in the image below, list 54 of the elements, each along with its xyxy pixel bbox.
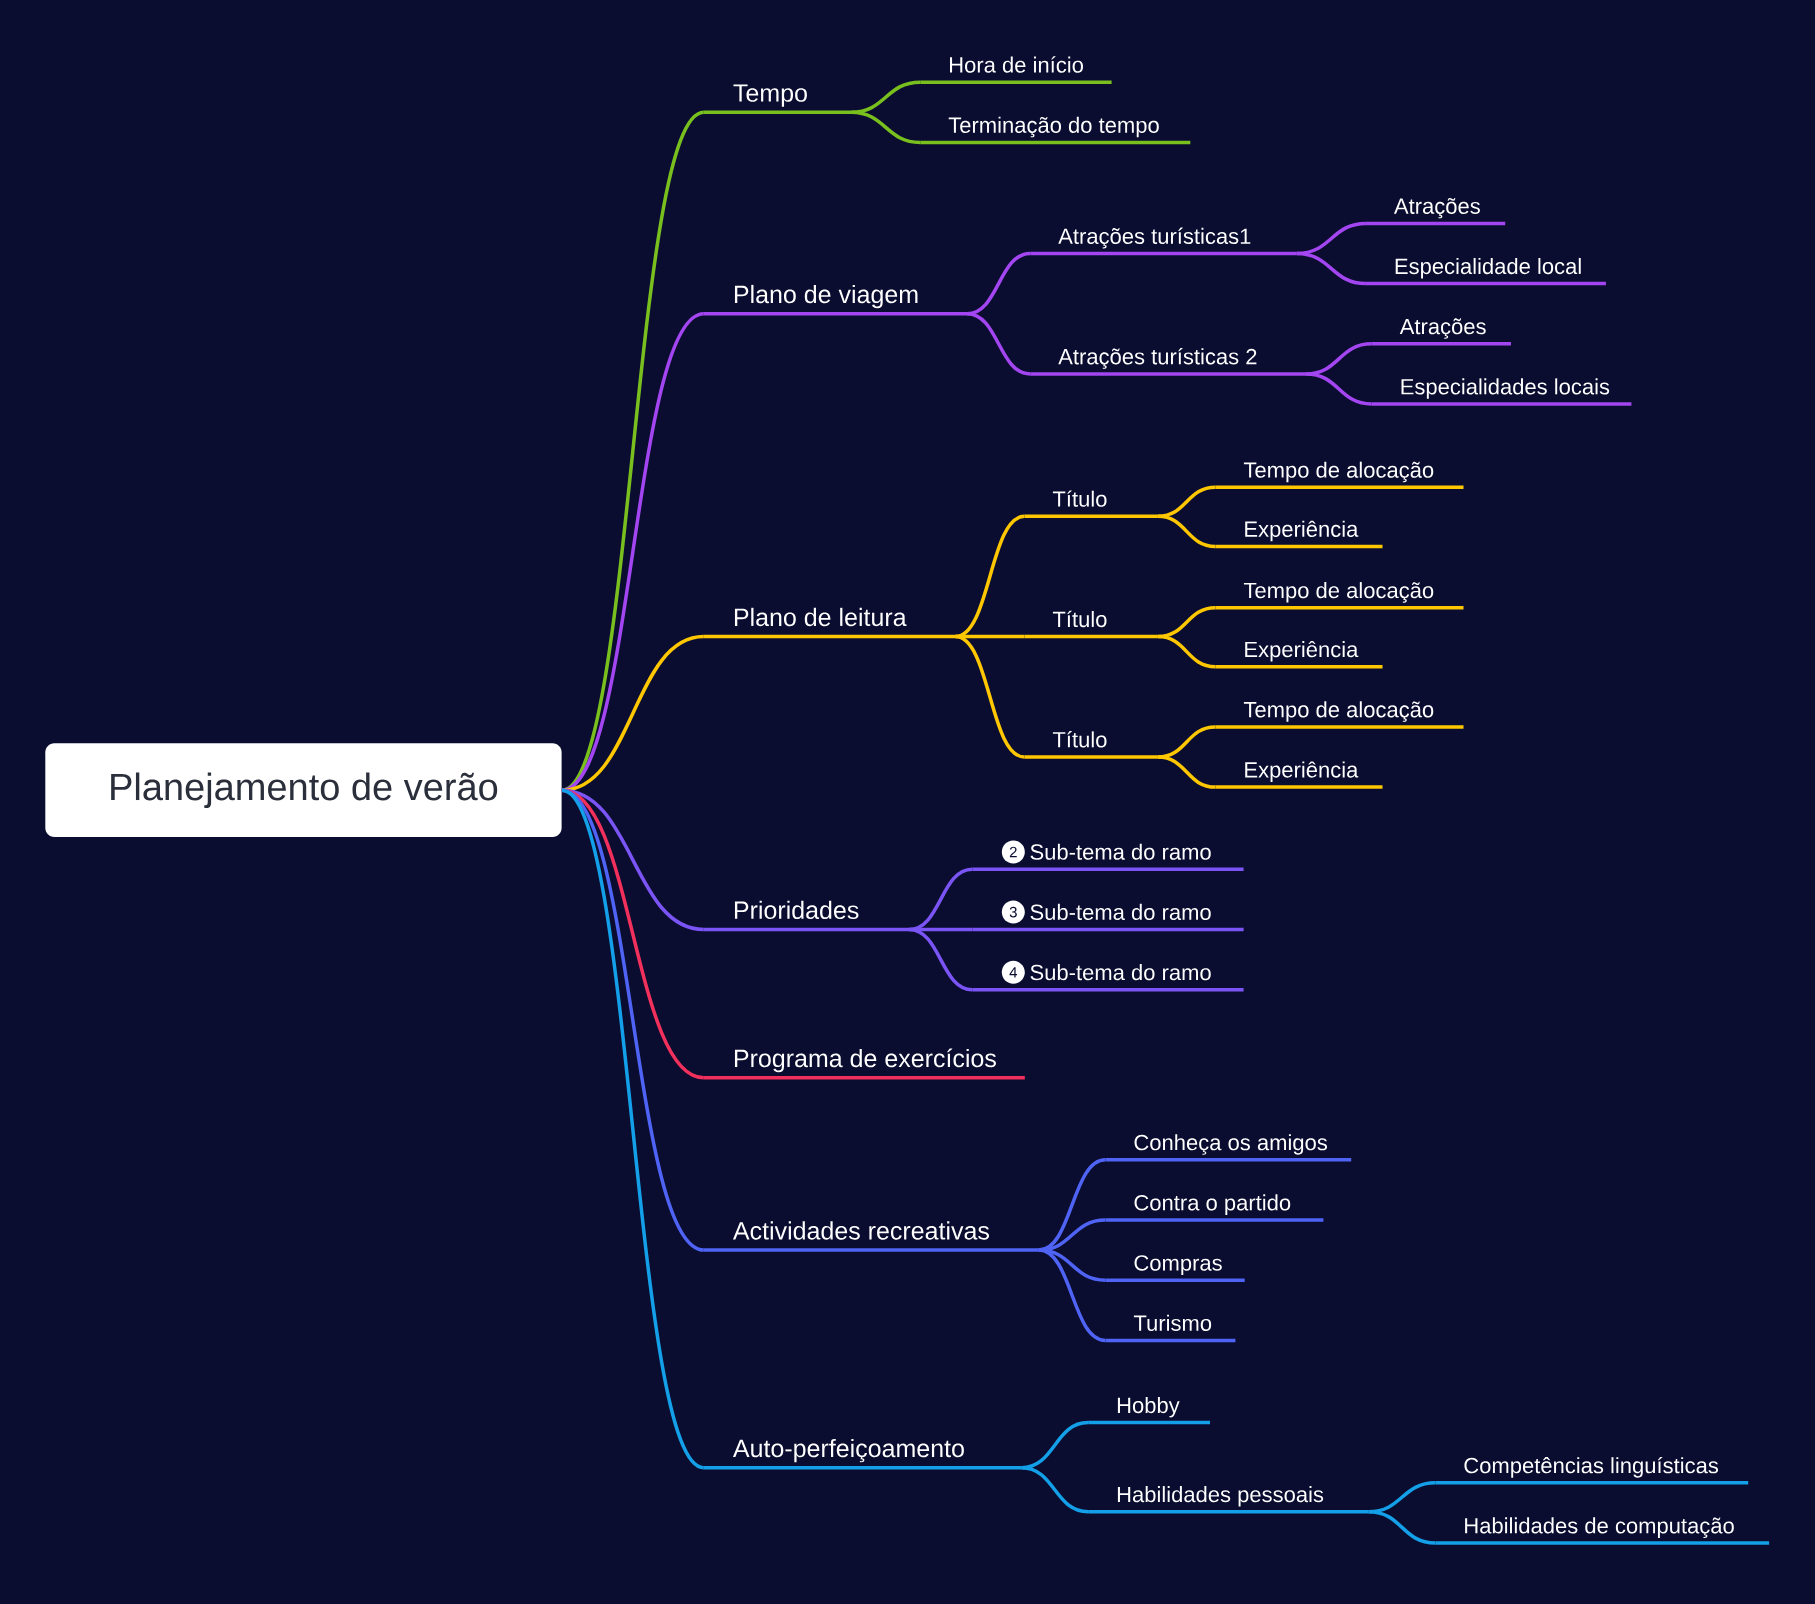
branch-line xyxy=(1157,634,1216,669)
branch-line xyxy=(1157,485,1216,519)
topic-label: Tempo xyxy=(703,84,852,115)
subtopic-label: Tempo de alocação xyxy=(1215,701,1464,729)
subtopic-label: Habilidades pessoais xyxy=(1088,1486,1369,1514)
subtopic-label: Compras xyxy=(1105,1255,1245,1282)
number-badge: 2 xyxy=(1001,840,1025,864)
subtopic-label: Experiência xyxy=(1215,641,1383,669)
subtopic-label: Atrações turísticas 2 xyxy=(1030,348,1307,376)
subtopic-label: Habilidades de computação xyxy=(1435,1517,1770,1545)
subtopic-label: Hobby xyxy=(1088,1396,1210,1425)
topic-label: Plano de leitura xyxy=(703,607,956,639)
topic-label: Actividades recreativas xyxy=(703,1221,1039,1252)
subtopic-label: Tempo de alocação xyxy=(1215,582,1464,610)
branch-line xyxy=(908,927,973,992)
subtopic-label: Conheça os amigos xyxy=(1105,1134,1352,1162)
subtopic-label: Tempo de alocação xyxy=(1215,461,1464,490)
number-badge: 4 xyxy=(1001,960,1025,984)
subtopic-label: Atrações xyxy=(1371,318,1511,346)
subtopic-label: Experiência xyxy=(1215,520,1383,549)
branch-line xyxy=(1368,1509,1436,1545)
topic-label: Programa de exercícios xyxy=(703,1048,1025,1080)
central-topic-box: Planejamento de verão xyxy=(45,743,562,838)
branch-line xyxy=(851,80,921,115)
subtopic-label: Competências linguísticas xyxy=(1435,1456,1749,1485)
branch-line xyxy=(851,110,921,145)
subtopic-label: Atrações turísticas1 xyxy=(1030,227,1297,256)
branch-line xyxy=(966,312,1031,376)
topic-label: Plano de viagem xyxy=(703,284,967,316)
subtopic-label: Título xyxy=(1024,731,1158,759)
subtopic-label: Terminação do tempo xyxy=(920,116,1191,145)
branch-line xyxy=(954,634,1025,759)
number-badge: 3 xyxy=(1001,900,1025,924)
subtopic-label: Especialidade local xyxy=(1365,257,1606,286)
subtopic-label: Hora de início xyxy=(920,56,1112,84)
branch-line xyxy=(561,788,705,932)
topic-label: Prioridades xyxy=(703,900,910,932)
branch-line xyxy=(561,634,705,792)
subtopic-label: Atrações xyxy=(1365,197,1506,226)
subtopic-label: Título xyxy=(1024,490,1158,519)
branch-line xyxy=(1021,1466,1089,1514)
subtopic-label: Título xyxy=(1024,610,1158,639)
topic-label: Auto-perfeiçoamento xyxy=(703,1438,1022,1470)
subtopic-label: Especialidades locais xyxy=(1371,378,1632,406)
subtopic-label: Contra o partido xyxy=(1105,1194,1324,1222)
branch-line xyxy=(1038,1248,1106,1343)
branch-line xyxy=(1296,251,1367,286)
branch-line xyxy=(1038,1218,1106,1252)
branch-line xyxy=(560,788,705,1470)
branch-line xyxy=(1157,514,1216,549)
branch-line xyxy=(1157,755,1216,789)
branch-line xyxy=(1306,372,1372,406)
subtopic-label: Turismo xyxy=(1105,1314,1236,1343)
subtopic-label: Experiência xyxy=(1215,761,1383,789)
